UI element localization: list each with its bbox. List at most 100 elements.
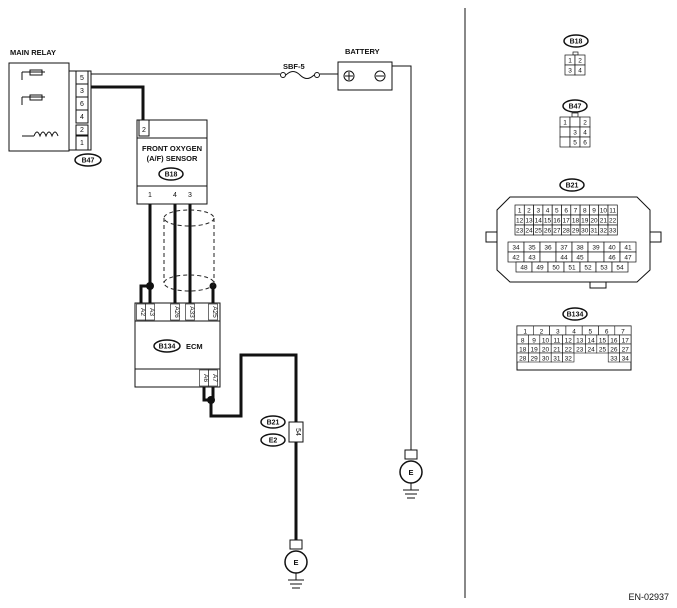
ecm-pin-label: A33 [188, 306, 195, 318]
connector-pin: 4 [578, 68, 582, 75]
connector-pin: 29 [572, 228, 580, 235]
ground-e-label: E [408, 468, 413, 477]
connector-pin: 21 [553, 347, 561, 354]
connector-pin: 10 [542, 338, 550, 345]
connector-cell [562, 352, 575, 363]
connector-pin: 45 [576, 255, 584, 262]
connector-pin: 15 [544, 218, 552, 225]
e2-badge [260, 433, 286, 447]
ecm-pin-label: A3 [148, 308, 155, 316]
connector-pin: 7 [621, 329, 625, 336]
connector-pin: 24 [587, 347, 595, 354]
connector-pin: 42 [512, 255, 520, 262]
connector-cell [607, 224, 618, 236]
relay-pin-box [75, 135, 89, 151]
sensor-label-2: (A/F) SENSOR [147, 154, 198, 163]
connector-pin: 52 [584, 265, 592, 272]
document-code: EN-02937 [628, 592, 669, 602]
connector-pin: 47 [624, 255, 632, 262]
connector-pin: 13 [576, 338, 584, 345]
connector-badge-text: B47 [569, 104, 582, 111]
connector-pin: 1 [563, 120, 567, 127]
connector-pin: 3 [573, 130, 577, 137]
connector-pin: 7 [574, 208, 578, 215]
connector-pin: 39 [592, 245, 600, 252]
ecm-pin-label: A26 [173, 306, 180, 318]
connector-pin: 8 [583, 208, 587, 215]
connector-pin: 5 [589, 329, 593, 336]
connector-pin: 48 [520, 265, 528, 272]
connector-pin: 49 [536, 265, 544, 272]
wire-ecm-a7-e2 [202, 353, 298, 422]
e2-pin-54: 54 [294, 428, 301, 436]
ecm-pin-label: A25 [211, 306, 218, 318]
e2-badge-text: E2 [269, 438, 278, 445]
ecm-pin-box [185, 303, 195, 321]
ground-symbol-battery [399, 449, 423, 499]
ground-e-label-2: E [293, 558, 298, 567]
connector-cell [539, 251, 557, 263]
connector-pin: 5 [573, 140, 577, 147]
connector-pin: 33 [610, 356, 618, 363]
connector-pin: 11 [609, 208, 616, 215]
sensor-pin-label: 3 [188, 192, 192, 199]
relay-pin-label: 2 [80, 127, 84, 134]
connector-cell [619, 352, 632, 363]
connector-pin: 28 [563, 228, 571, 235]
connector-cell [579, 136, 591, 148]
connector-pin: 30 [581, 228, 589, 235]
connector-badge-text: B134 [567, 312, 584, 319]
connector-cell [574, 64, 586, 76]
wire-battery-ground [392, 65, 412, 450]
connector-pin: 25 [599, 347, 607, 354]
connector-pin: 28 [519, 356, 527, 363]
connector-pin: 19 [530, 347, 538, 354]
connector-pin: 12 [516, 218, 524, 225]
b18-badge [158, 167, 184, 181]
connector-pin: 12 [565, 338, 573, 345]
connector-pin: 27 [553, 228, 561, 235]
ecm-pin-box [145, 303, 155, 321]
connector-pin: 51 [568, 265, 576, 272]
sensor-pin-label: 4 [173, 192, 177, 199]
connector-badge-text: B21 [566, 183, 579, 190]
shield [163, 209, 215, 292]
connector-badge-text: B18 [570, 39, 583, 46]
b21-badge-small-text: B21 [267, 420, 280, 427]
connector-pin: 32 [600, 228, 608, 235]
connector-pin: 3 [556, 329, 560, 336]
connector-pin: 31 [553, 356, 561, 363]
connector-pin: 44 [560, 255, 568, 262]
connector-pin: 20 [542, 347, 550, 354]
ecm-pin-label: A7 [211, 374, 218, 382]
relay-pin-label: 6 [80, 101, 84, 108]
connector-pin: 1 [568, 58, 572, 65]
connector-pin: 43 [528, 255, 536, 262]
connector-pin: 5 [555, 208, 559, 215]
connector-pin: 6 [564, 208, 568, 215]
sensor-pin-2: 2 [142, 127, 146, 134]
relay-pin-label: 3 [80, 88, 84, 95]
b21-badge-small [260, 415, 286, 429]
connector-cell [559, 126, 571, 138]
battery-label: BATTERY [345, 47, 380, 56]
b47-badge [74, 153, 102, 167]
connector-pin: 10 [600, 208, 608, 215]
connector-cell [611, 261, 629, 273]
connector-pin: 14 [587, 338, 595, 345]
connector-pin: 54 [616, 265, 624, 272]
connector-badge [562, 307, 588, 321]
connector-cell [587, 251, 605, 263]
main-relay-label: MAIN RELAY [10, 48, 56, 57]
ecm-pin-label: A2 [139, 308, 146, 316]
relay-pin-label: 1 [80, 140, 84, 147]
connector-pin: 32 [565, 356, 573, 363]
fuse-label: SBF-5 [283, 62, 305, 71]
connector-pin: 37 [560, 245, 568, 252]
relay-pin-label: 5 [80, 75, 84, 82]
sensor-pin-label: 1 [148, 192, 152, 199]
connector-pin: 4 [546, 208, 550, 215]
connector-pin: 26 [610, 347, 618, 354]
connector-pin: 13 [525, 218, 533, 225]
